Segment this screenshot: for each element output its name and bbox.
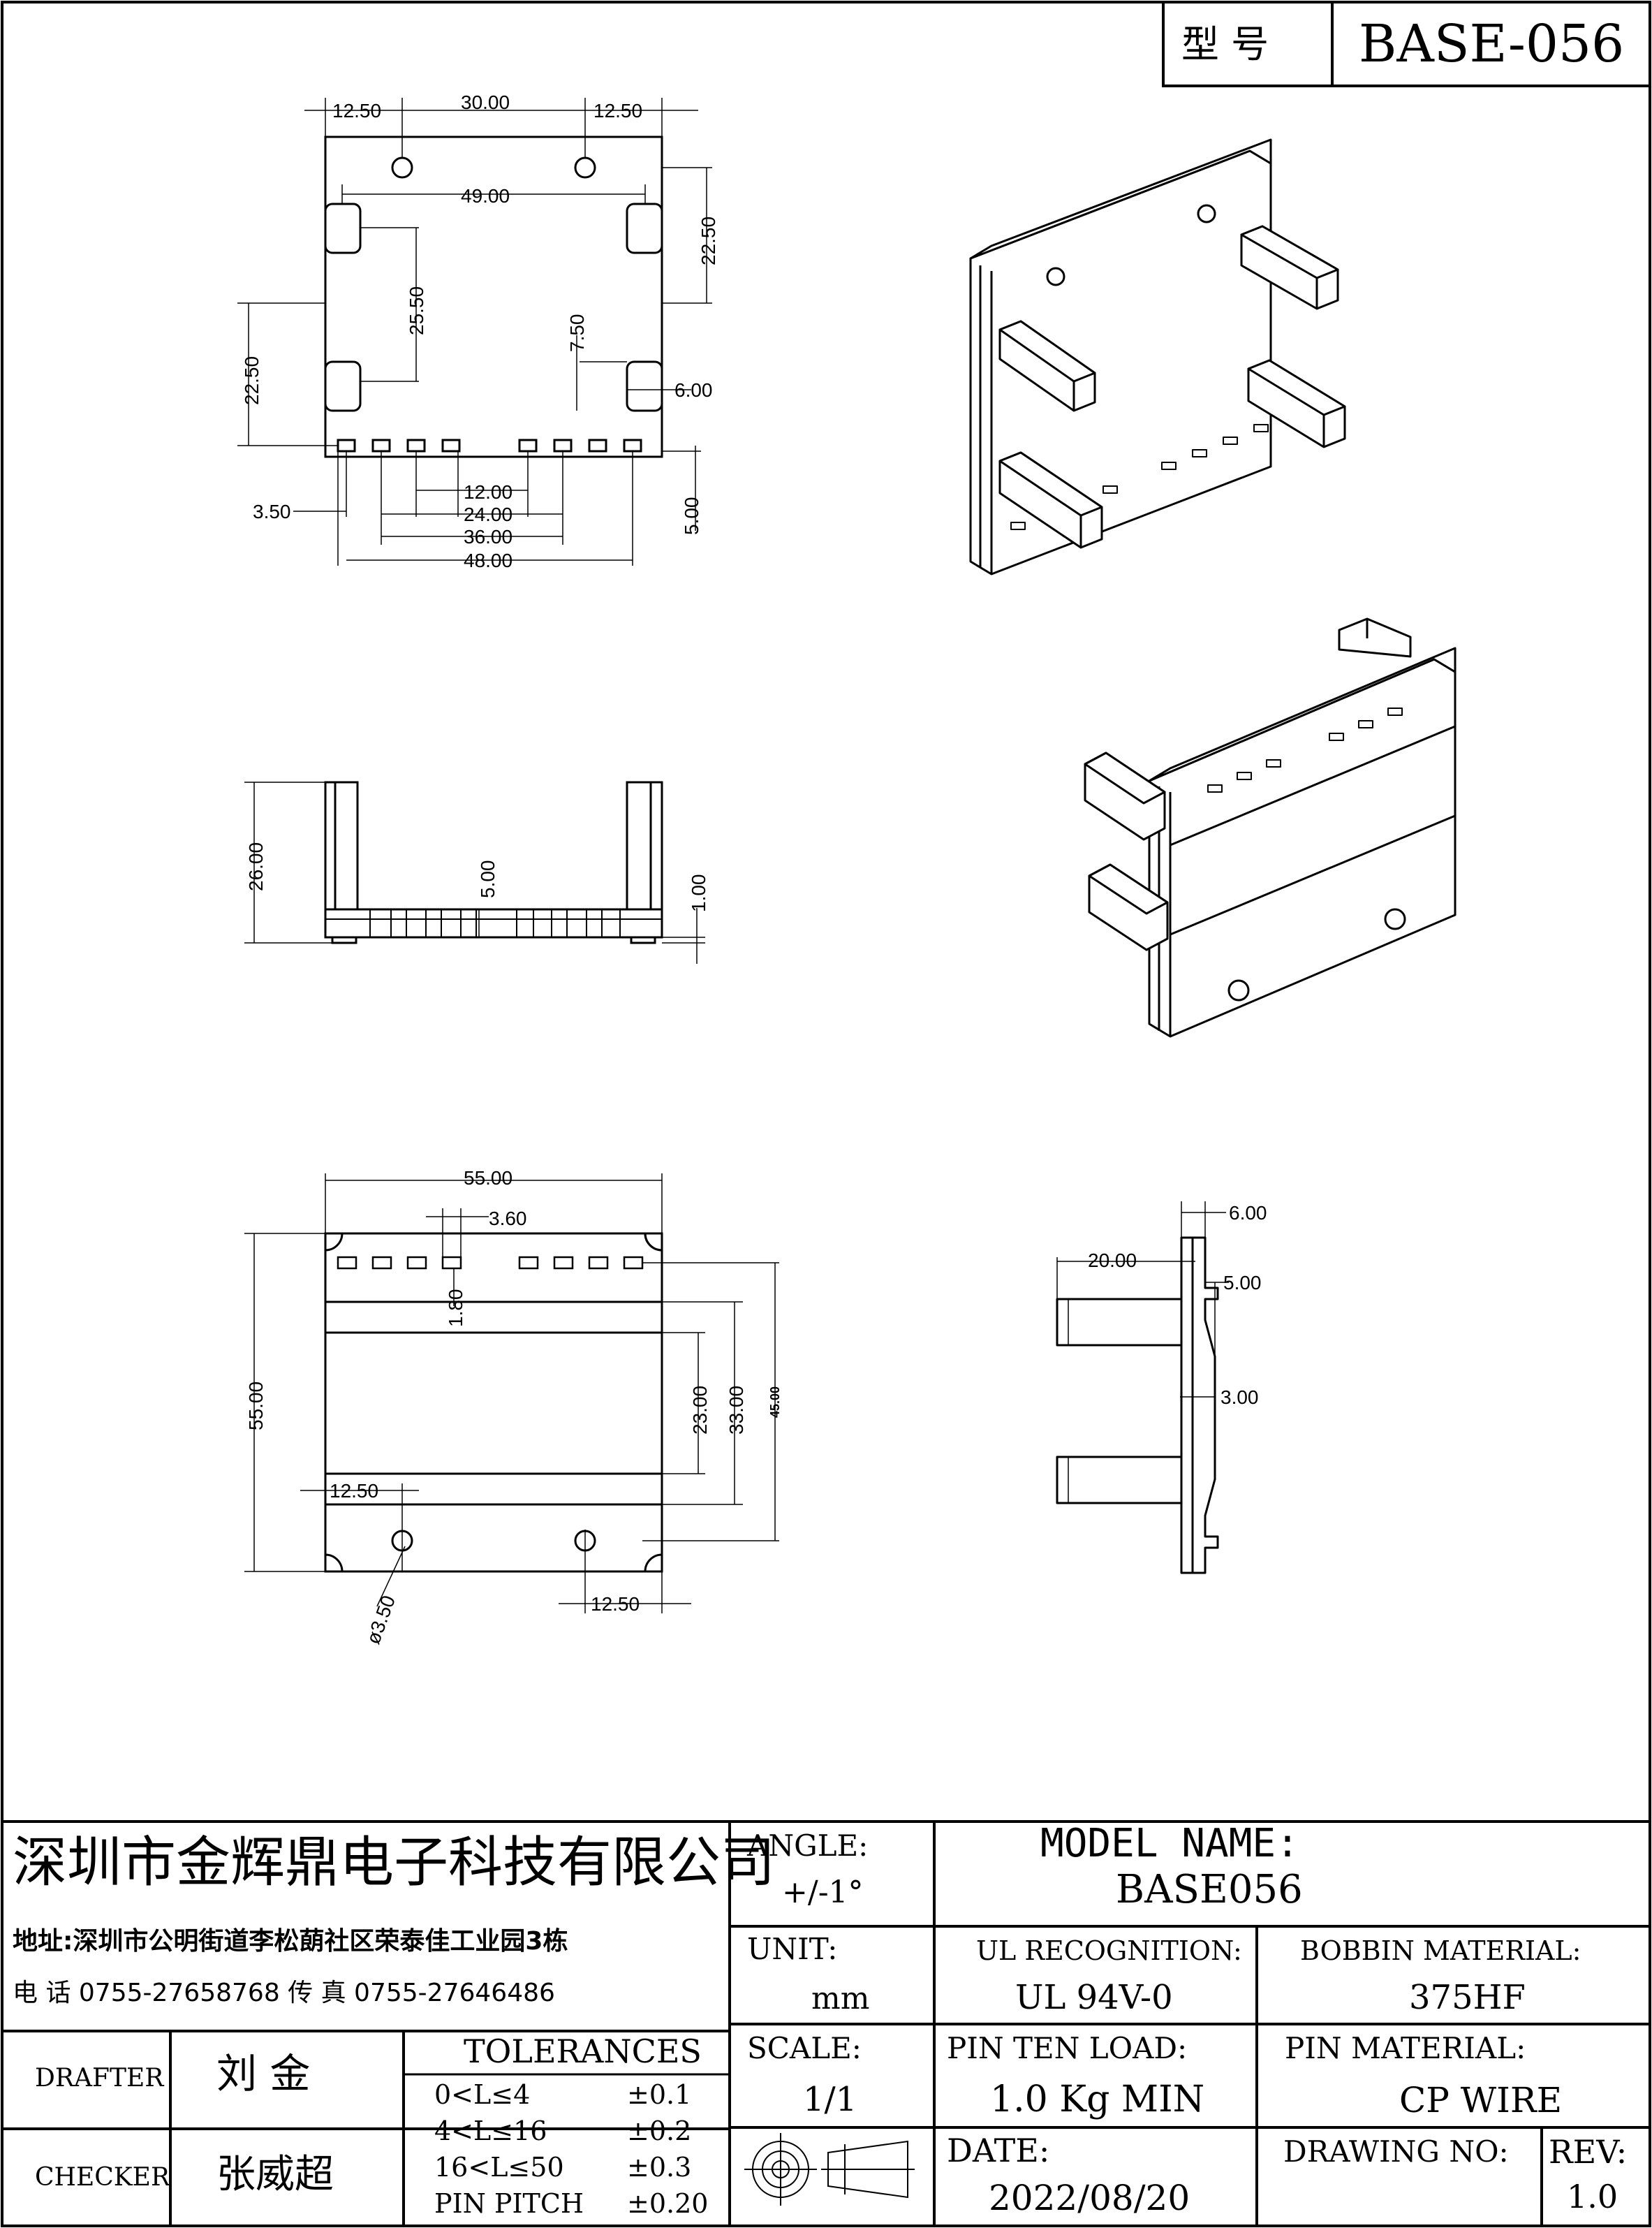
company-name: 深圳市金辉鼎电子科技有限公司	[13, 1831, 776, 1894]
tolerance-range-1: 0<L≤4	[434, 2079, 531, 2110]
header-model-box: 型 号 BASE-056	[1162, 1, 1651, 87]
dim-top-30-00: 30.00	[461, 91, 510, 113]
dim-top-49-00: 49.00	[461, 185, 510, 207]
top-view: 12.50 30.00 12.50 49.00 22.50 25.50 7.50…	[237, 91, 719, 571]
dim-bottom-55-00-width: 55.00	[464, 1167, 512, 1189]
tolerance-value-1: ±0.1	[627, 2079, 692, 2110]
dim-top-22-50-right: 22.50	[698, 217, 719, 265]
ul-recognition-label: UL RECOGNITION:	[976, 1935, 1242, 1966]
unit-value: mm	[811, 1981, 870, 2016]
dim-bottom-hole-dia: ø3.50	[362, 1592, 400, 1647]
dim-bottom-12-50-left: 12.50	[330, 1480, 378, 1502]
dim-top-12-50-left: 12.50	[332, 100, 381, 122]
bobbin-material-value: 375HF	[1409, 1978, 1526, 2017]
dim-bottom-33-00: 33.00	[725, 1386, 747, 1435]
angle-label: ANGLE:	[747, 1828, 869, 1863]
rev-label: REV:	[1549, 2133, 1628, 2171]
model-name-label: MODEL NAME:	[1040, 1821, 1299, 1866]
dim-top-48-00: 48.00	[464, 550, 512, 571]
dim-top-7-50: 7.50	[566, 314, 588, 353]
side-view: 26.00 5.00 1.00	[244, 781, 709, 964]
profile-view: 6.00 20.00 5.00 3.00	[1056, 1201, 1267, 1574]
header-type-label: 型 号	[1181, 22, 1269, 66]
dim-side-1-00: 1.00	[688, 874, 709, 913]
title-block-grid	[2, 1820, 1650, 2226]
bottom-view: 55.00 3.60 1.80 55.00 23.00 33.00 45.00 …	[244, 1167, 782, 1647]
company-phone: 电 话 0755-27658768 传 真 0755-27646486	[13, 1979, 555, 2007]
dim-profile-20-00: 20.00	[1088, 1249, 1137, 1271]
dim-top-12-00: 12.00	[464, 481, 512, 503]
dim-bottom-1-80: 1.80	[445, 1289, 466, 1328]
dim-bottom-45-00: 45.00	[768, 1386, 782, 1418]
tolerance-range-3: 16<L≤50	[434, 2152, 564, 2183]
rev-value: 1.0	[1567, 2178, 1618, 2215]
drafter-label: DRAFTER	[35, 2064, 164, 2093]
angle-value: +/-1°	[782, 1875, 864, 1910]
dim-bottom-55-00-height: 55.00	[245, 1381, 267, 1430]
isometric-view-bottom	[1084, 617, 1456, 1038]
dim-top-3-50: 3.50	[253, 501, 291, 522]
dim-bottom-3-60: 3.60	[489, 1208, 527, 1229]
header-model: BASE-056	[1359, 14, 1624, 74]
dim-profile-3-00: 3.00	[1220, 1386, 1259, 1408]
checker-label: CHECKER	[35, 2163, 170, 2192]
tolerances-label: TOLERANCES	[464, 2032, 702, 2070]
tolerance-value-4: ±0.20	[627, 2188, 709, 2219]
ul-recognition-value: UL 94V-0	[1015, 1978, 1173, 2017]
pin-ten-load-value: 1.0 Kg MIN	[990, 2079, 1205, 2120]
dim-side-26-00: 26.00	[245, 842, 267, 891]
dim-top-12-50-right: 12.50	[593, 100, 642, 122]
dim-top-24-00: 24.00	[464, 504, 512, 525]
unit-label: UNIT:	[747, 1932, 838, 1966]
dim-profile-5-00: 5.00	[1223, 1272, 1262, 1293]
dim-top-6-00: 6.00	[674, 379, 713, 401]
tolerance-range-2: 4<L≤16	[434, 2116, 547, 2146]
bobbin-material-label: BOBBIN MATERIAL:	[1300, 1935, 1581, 1966]
isometric-view-top	[969, 138, 1346, 576]
dim-profile-6-00: 6.00	[1229, 1202, 1267, 1224]
dim-top-36-00: 36.00	[464, 526, 512, 548]
date-value: 2022/08/20	[989, 2178, 1190, 2218]
date-label: DATE:	[947, 2132, 1050, 2169]
dim-bottom-12-50-right: 12.50	[591, 1593, 640, 1615]
dim-side-5-00: 5.00	[477, 860, 499, 899]
dim-top-22-50-left: 22.50	[241, 356, 263, 405]
drawing-no-label: DRAWING NO:	[1283, 2134, 1509, 2169]
tolerance-value-3: ±0.3	[627, 2152, 692, 2183]
pin-ten-load-label: PIN TEN LOAD:	[947, 2031, 1188, 2065]
checker-value: 张威超	[216, 2152, 334, 2197]
tolerance-range-4: PIN PITCH	[434, 2188, 584, 2219]
dim-top-25-50: 25.50	[406, 286, 427, 335]
pin-material-label: PIN MATERIAL:	[1285, 2031, 1526, 2065]
drafter-value: 刘 金	[216, 2050, 311, 2097]
tolerance-value-2: ±0.2	[627, 2116, 692, 2146]
dim-top-5-00: 5.00	[681, 497, 702, 536]
pin-material-value: CP WIRE	[1399, 2080, 1563, 2120]
scale-value: 1/1	[803, 2080, 857, 2119]
company-address: 地址:深圳市公明街道李松蓢社区荣泰佳工业园3栋	[13, 1927, 568, 1956]
dim-bottom-23-00: 23.00	[689, 1386, 711, 1435]
model-name-value: BASE056	[1116, 1867, 1303, 1912]
scale-label: SCALE:	[747, 2031, 862, 2065]
